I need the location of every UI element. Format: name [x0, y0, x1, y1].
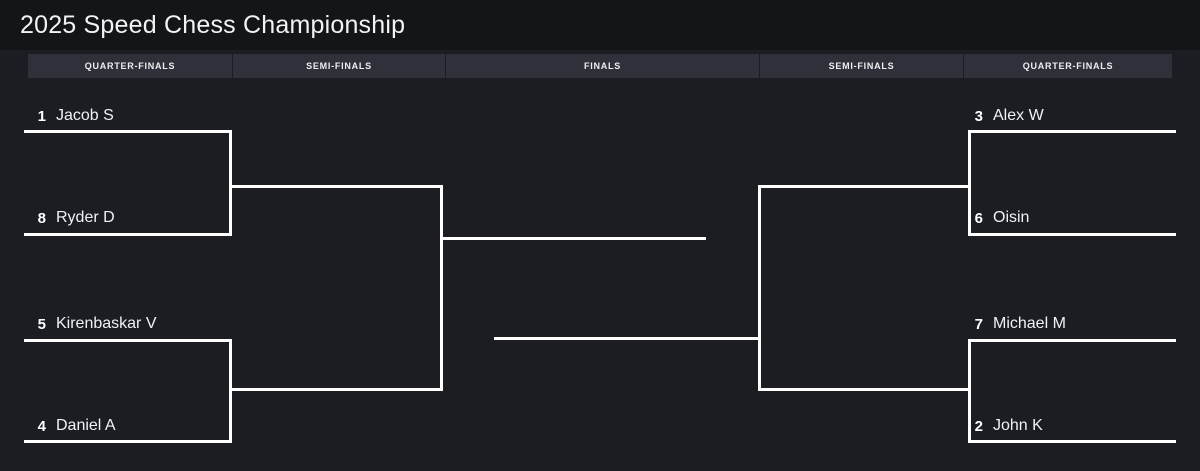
- qf-left-1-top-line: [24, 130, 232, 133]
- round-header-finals[interactable]: FINALS: [446, 54, 760, 78]
- round-header-bar: QUARTER-FINALS SEMI-FINALS FINALS SEMI-F…: [28, 54, 1172, 78]
- player-name: Ryder D: [56, 209, 115, 226]
- player-slot-right-qf2-bottom[interactable]: 2 John K: [967, 415, 1043, 437]
- seed-number: 4: [37, 417, 46, 435]
- seed-number: 7: [974, 315, 983, 333]
- player-name: Alex W: [993, 107, 1044, 124]
- qf-left-2-top-line: [24, 339, 232, 342]
- round-header-quarterfinals-right[interactable]: QUARTER-FINALS: [1022, 61, 1114, 71]
- player-slot-left-qf1-top[interactable]: 1 Jacob S: [30, 105, 114, 127]
- round-header-semifinals-left[interactable]: SEMI-FINALS: [233, 54, 446, 78]
- sf-left-right-line: [440, 185, 443, 391]
- qf-right-1-top-line: [968, 130, 1176, 133]
- sf-right-bottom-line: [758, 388, 969, 391]
- qf-left-2-bottom-line: [24, 440, 232, 443]
- player-slot-right-qf1-top[interactable]: 3 Alex W: [967, 105, 1044, 127]
- qf-left-1-bottom-line: [24, 233, 232, 236]
- qf-right-1-left-line: [968, 130, 971, 236]
- player-name: Michael M: [993, 315, 1066, 332]
- round-header-quarterfinals-left[interactable]: QUARTER-FINALS: [28, 54, 233, 78]
- qf-right-2-left-line: [968, 339, 971, 443]
- qf-left-1-right-line: [229, 130, 232, 236]
- sf-left-top-line: [232, 185, 443, 188]
- seed-number: 6: [974, 209, 983, 227]
- player-name: Kirenbaskar V: [56, 315, 157, 332]
- player-slot-right-qf2-top[interactable]: 7 Michael M: [967, 313, 1066, 335]
- seed-number: 5: [37, 315, 46, 333]
- seed-number: 2: [974, 417, 983, 435]
- seed-number: 8: [37, 209, 46, 227]
- player-slot-left-qf2-top[interactable]: 5 Kirenbaskar V: [30, 313, 157, 335]
- seed-number: 3: [974, 107, 983, 125]
- player-slot-right-qf1-bottom[interactable]: 6 Oisin: [967, 207, 1030, 229]
- sf-left-bottom-line: [232, 388, 443, 391]
- qf-right-2-top-line: [968, 339, 1176, 342]
- player-name: Jacob S: [56, 107, 114, 124]
- player-name: Oisin: [993, 209, 1030, 226]
- seed-number: 1: [37, 107, 46, 125]
- sf-right-top-line: [758, 185, 969, 188]
- qf-right-1-bottom-line: [968, 233, 1176, 236]
- player-name: Daniel A: [56, 417, 116, 434]
- page-title: 2025 Speed Chess Championship: [20, 11, 406, 39]
- player-slot-left-qf1-bottom[interactable]: 8 Ryder D: [30, 207, 115, 229]
- player-slot-left-qf2-bottom[interactable]: 4 Daniel A: [30, 415, 116, 437]
- finals-left-connector-line: [443, 237, 706, 240]
- round-header-semifinals-right[interactable]: SEMI-FINALS: [760, 54, 964, 78]
- title-bar: 2025 Speed Chess Championship: [0, 0, 1200, 50]
- qf-left-2-right-line: [229, 339, 232, 443]
- sf-right-left-line: [758, 185, 761, 391]
- finals-right-connector-line: [494, 337, 759, 340]
- player-name: John K: [993, 417, 1043, 434]
- qf-right-2-bottom-line: [968, 440, 1176, 443]
